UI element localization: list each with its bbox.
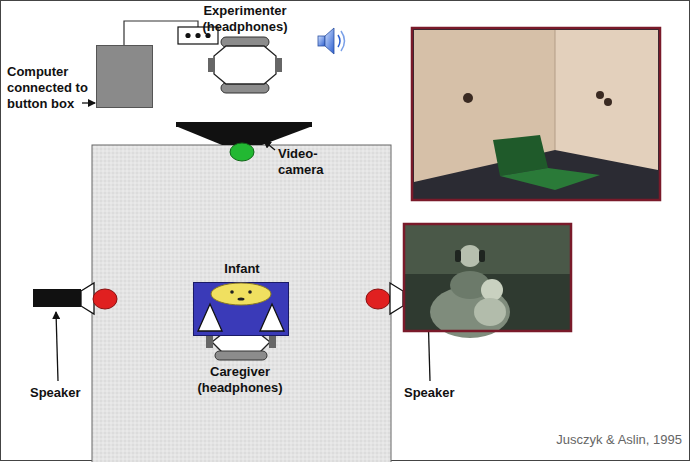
speaker-label: Speaker — [404, 385, 474, 401]
test-booth — [92, 145, 391, 462]
session-photo — [404, 224, 571, 338]
leader-line — [56, 312, 58, 381]
experimenter-label: Experimenter (headphones) — [195, 3, 295, 35]
infant-seat: Infant — [193, 282, 289, 336]
speaker-label: Speaker — [30, 385, 100, 401]
leader-line — [264, 141, 275, 150]
node-label: Computer connected to button box — [7, 64, 91, 112]
caregiver-figure — [206, 334, 276, 360]
caregiver-label: Caregiver (headphones) — [190, 364, 290, 396]
speaker-symbol — [33, 283, 117, 314]
computer-box: Computer connected to button box — [96, 45, 153, 108]
camera-label: Video-camera — [278, 146, 338, 178]
citation: Jusczyk & Aslin, 1995 — [500, 432, 682, 448]
leader-line — [82, 102, 95, 103]
experimenter-figure — [208, 37, 282, 93]
sound-icon — [318, 28, 345, 54]
node-label: Infant — [194, 261, 290, 277]
booth-photo — [412, 28, 660, 200]
